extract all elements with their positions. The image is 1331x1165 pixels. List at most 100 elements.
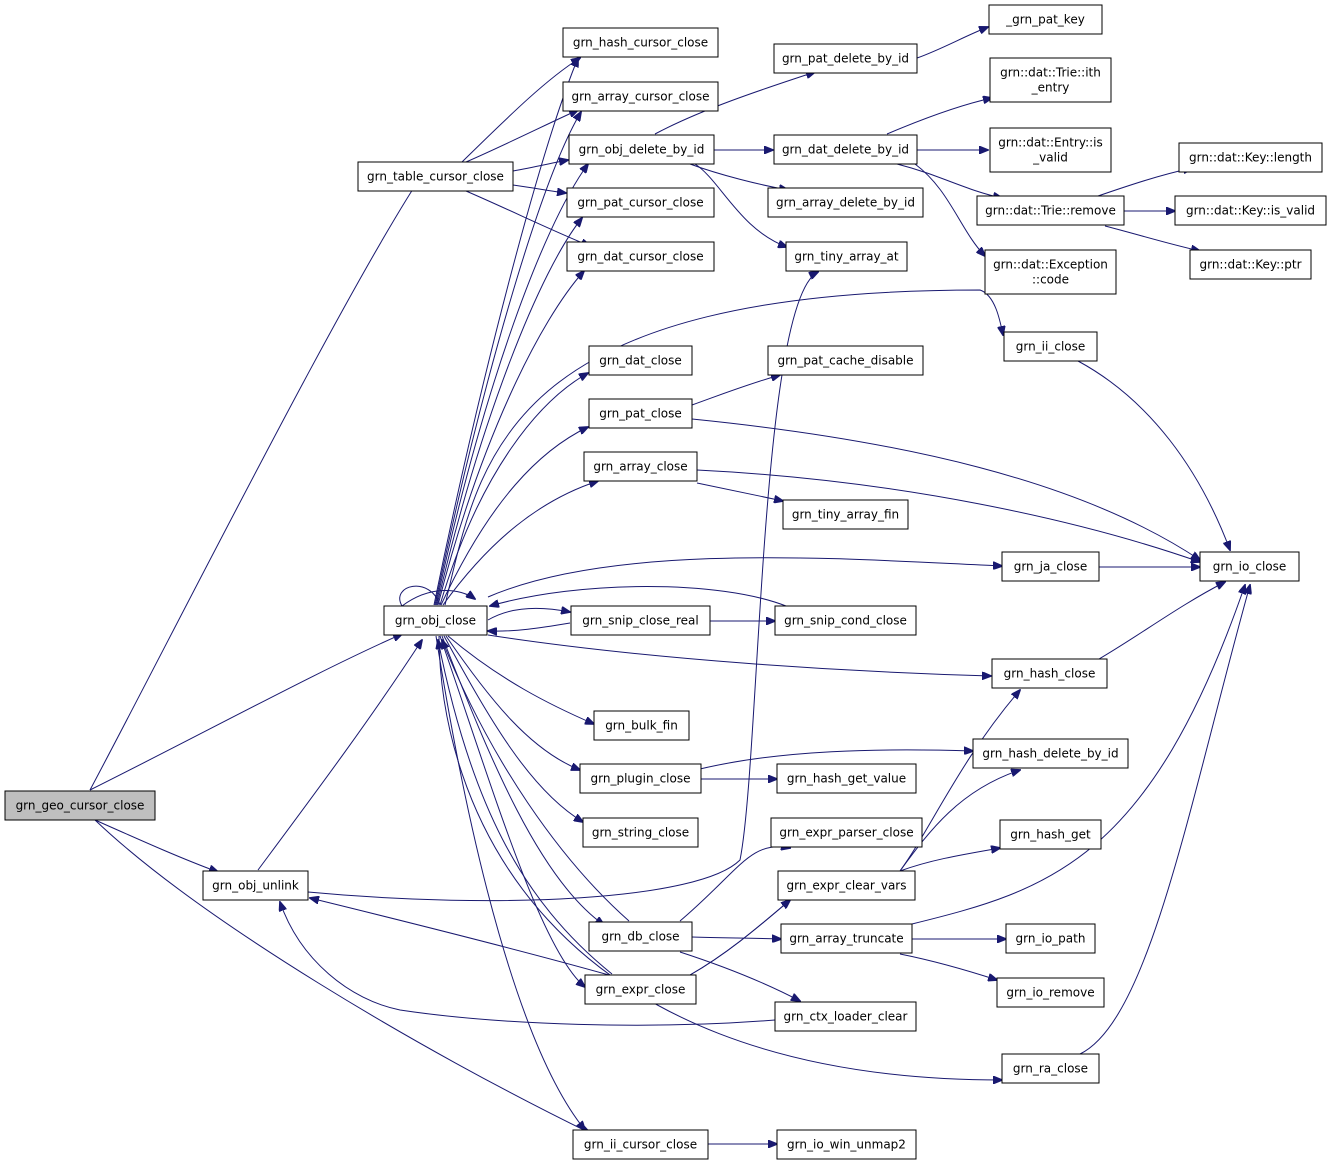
- node-box: [593, 710, 690, 741]
- node-label: grn::dat::Key::is_valid: [1186, 204, 1315, 218]
- call-edge: [439, 373, 588, 606]
- node-entry-valid[interactable]: grn::dat::Entry::is_valid: [989, 127, 1112, 173]
- node-box: [568, 134, 715, 165]
- node-array-cursor[interactable]: grn_array_cursor_close: [562, 81, 719, 112]
- node-key-length[interactable]: grn::dat::Key::length: [1178, 142, 1323, 173]
- node-tiny-at[interactable]: grn_tiny_array_at: [785, 241, 908, 272]
- node-label: grn_pat_cursor_close: [577, 196, 703, 210]
- node-ii-cursor[interactable]: grn_ii_cursor_close: [572, 1129, 709, 1160]
- node-label: grn_array_cursor_close: [572, 90, 710, 104]
- call-edge: [435, 635, 585, 1130]
- call-edge: [487, 557, 1002, 598]
- node-pat-delete[interactable]: grn_pat_delete_by_id: [773, 43, 918, 74]
- node-exc-code[interactable]: grn::dat::Exception::code: [984, 249, 1117, 295]
- call-edges: [89, 27, 1250, 1144]
- node-label: _valid: [1032, 151, 1068, 165]
- node-box: [562, 81, 719, 112]
- node-ii-close[interactable]: grn_ii_close: [1003, 331, 1098, 362]
- call-edge: [465, 190, 590, 246]
- node-box: [776, 763, 917, 794]
- node-plugin-close[interactable]: grn_plugin_close: [579, 763, 702, 794]
- node-hash-get-value[interactable]: grn_hash_get_value: [776, 763, 917, 794]
- node-label: grn_io_win_unmap2: [787, 1138, 906, 1152]
- node-snip-cond[interactable]: grn_snip_cond_close: [774, 605, 917, 636]
- node-box: [582, 817, 699, 848]
- node-box: [566, 241, 715, 272]
- node-snip-close-real[interactable]: grn_snip_close_real: [570, 605, 711, 636]
- node-db-close[interactable]: grn_db_close: [588, 921, 693, 952]
- call-edge: [699, 750, 973, 770]
- node-io-remove[interactable]: grn_io_remove: [996, 977, 1105, 1008]
- node-hash-close[interactable]: grn_hash_close: [991, 658, 1108, 689]
- node-label: ::code: [1032, 273, 1069, 287]
- node-dat-close[interactable]: grn_dat_close: [588, 345, 693, 376]
- call-edge: [896, 163, 1002, 198]
- node-ja-close[interactable]: grn_ja_close: [1001, 551, 1100, 582]
- call-edge: [487, 634, 991, 676]
- node-array-delete[interactable]: grn_array_delete_by_id: [767, 187, 924, 218]
- node-box: [989, 57, 1112, 103]
- node-pat-key[interactable]: _grn_pat_key: [988, 4, 1103, 35]
- node-label: grn_ja_close: [1014, 560, 1088, 574]
- call-edge: [914, 163, 985, 256]
- node-label: grn_tiny_array_fin: [792, 508, 899, 522]
- node-box: [588, 345, 693, 376]
- node-dat-cursor[interactable]: grn_dat_cursor_close: [566, 241, 715, 272]
- node-label: grn::dat::Key::ptr: [1199, 258, 1301, 272]
- node-label: grn_array_delete_by_id: [776, 196, 915, 210]
- node-label: grn_geo_cursor_close: [16, 799, 145, 813]
- node-box: [1189, 249, 1312, 280]
- node-box: [999, 819, 1102, 850]
- node-hash-cursor[interactable]: grn_hash_cursor_close: [562, 27, 719, 58]
- node-io-close[interactable]: grn_io_close: [1199, 551, 1300, 582]
- node-obj-close[interactable]: grn_obj_close: [383, 605, 488, 636]
- node-box: [782, 499, 909, 530]
- node-string-close[interactable]: grn_string_close: [582, 817, 699, 848]
- node-label: grn_io_close: [1213, 560, 1287, 574]
- node-pat-cursor[interactable]: grn_pat_cursor_close: [566, 187, 715, 218]
- node-box: [988, 4, 1103, 35]
- node-dat-delete[interactable]: grn_dat_delete_by_id: [773, 134, 918, 165]
- node-box: [773, 43, 918, 74]
- call-edge: [689, 163, 788, 190]
- node-expr-clear[interactable]: grn_expr_clear_vars: [777, 870, 916, 901]
- call-edge: [490, 586, 787, 607]
- node-ra-close[interactable]: grn_ra_close: [1001, 1053, 1100, 1084]
- node-trie-remove[interactable]: grn::dat::Trie::remove: [976, 195, 1125, 226]
- node-obj-delete[interactable]: grn_obj_delete_by_id: [568, 134, 715, 165]
- call-edge: [487, 608, 570, 621]
- call-edge: [437, 271, 584, 606]
- node-ctx-loader[interactable]: grn_ctx_loader_clear: [774, 1001, 917, 1032]
- node-box: [1178, 142, 1323, 173]
- node-io-path[interactable]: grn_io_path: [1005, 923, 1096, 954]
- call-edge: [488, 622, 571, 631]
- node-box: [770, 817, 923, 848]
- node-pat-cache[interactable]: grn_pat_cache_disable: [767, 345, 924, 376]
- node-tiny-fin[interactable]: grn_tiny_array_fin: [782, 499, 909, 530]
- node-pat-close[interactable]: grn_pat_close: [588, 398, 693, 429]
- node-label: grn_obj_close: [395, 614, 476, 628]
- node-hash-get[interactable]: grn_hash_get: [999, 819, 1102, 850]
- call-edge: [434, 112, 581, 606]
- node-geo[interactable]: grn_geo_cursor_close: [4, 790, 156, 821]
- node-io-win[interactable]: grn_io_win_unmap2: [776, 1129, 917, 1160]
- node-expr-parser[interactable]: grn_expr_parser_close: [770, 817, 923, 848]
- call-edge: [694, 163, 787, 247]
- node-trie-ith[interactable]: grn::dat::Trie::ith_entry: [989, 57, 1112, 103]
- node-hash-delete[interactable]: grn_hash_delete_by_id: [972, 738, 1129, 769]
- node-label: grn_expr_clear_vars: [786, 879, 906, 893]
- node-key-valid[interactable]: grn::dat::Key::is_valid: [1174, 195, 1327, 226]
- node-box: [785, 241, 908, 272]
- node-table-cursor[interactable]: grn_table_cursor_close: [357, 161, 514, 192]
- node-key-ptr[interactable]: grn::dat::Key::ptr: [1189, 249, 1312, 280]
- node-label: grn_ctx_loader_clear: [784, 1010, 908, 1024]
- node-expr-close[interactable]: grn_expr_close: [584, 974, 697, 1005]
- node-array-close[interactable]: grn_array_close: [583, 451, 698, 482]
- node-obj-unlink[interactable]: grn_obj_unlink: [202, 870, 309, 901]
- node-array-truncate[interactable]: grn_array_truncate: [780, 923, 913, 954]
- node-label: grn::dat::Trie::remove: [985, 204, 1116, 218]
- node-bulk-fin[interactable]: grn_bulk_fin: [593, 710, 690, 741]
- call-edge: [899, 848, 1000, 872]
- call-edge: [436, 218, 582, 606]
